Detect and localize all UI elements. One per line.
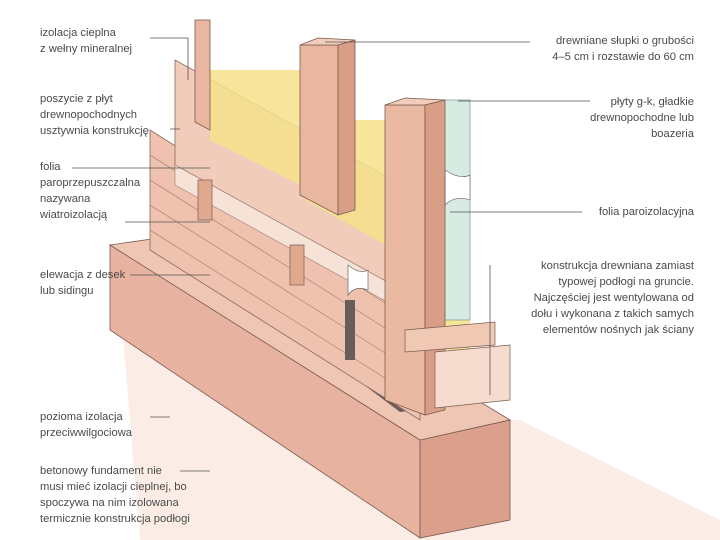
- label-vapour-barrier: folia paroizolacyjna: [598, 206, 694, 218]
- label-studs: drewniane słupki o grubości 4–5 cm i roz…: [552, 35, 694, 63]
- leader-lines: [72, 37, 590, 472]
- label-damp-proof: pozioma izolacja przeciwwilgociowa: [40, 411, 133, 439]
- label-mineral-wool: izolacja cieplna z wełny mineralnej: [40, 27, 133, 55]
- batten-2: [289, 244, 305, 286]
- timber-floor-structure: [404, 321, 511, 409]
- label-foundation: betonowy fundament nie musi mieć izolacj…: [40, 465, 190, 525]
- batten-1: [197, 179, 213, 221]
- label-floor-structure: konstrukcja drewniana zamiast typowej po…: [531, 260, 694, 336]
- label-elevation: elewacja z desek lub sidingu: [40, 269, 126, 297]
- label-boards: płyty g-k, gładkie drewnopochodne lub bo…: [590, 96, 694, 140]
- label-sheathing: poszycie z płyt drewnopochodnych usztywn…: [40, 93, 149, 137]
- label-wind-barrier: folia paroprzepuszczalna nazywana wiatro…: [40, 161, 141, 221]
